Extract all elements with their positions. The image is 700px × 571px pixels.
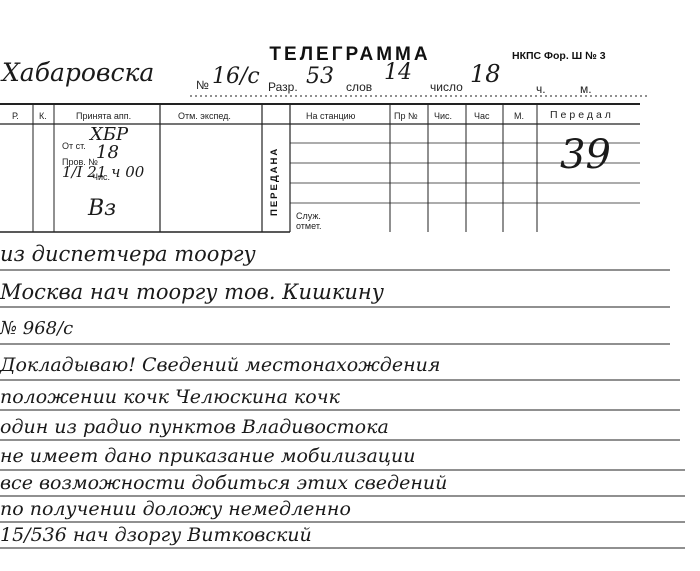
col-day-header: Чис. [434,111,453,121]
message-line: из диспетчера тооргу [0,242,256,266]
message-line: по получении доложу немедленно [0,498,351,520]
from-city: Хабаровска [2,58,155,87]
col-k-header: К. [39,111,47,121]
message-line: 15/536 нач дзоргу Витковский [0,524,312,546]
rank-label: Разр. [268,80,298,94]
message-line: № 968/с [0,318,74,339]
rank-value: 53 [306,64,334,89]
time-minutes-label: м. [580,82,592,96]
message-line: Москва нач тооргу тов. Кишкину [0,280,384,304]
col-pr-no-header: Пр № [394,111,418,121]
number-value: 16/с [212,64,260,89]
sent-vertical-label: ПЕРЕДАНА [269,146,280,216]
words-value: 14 [384,60,412,85]
col-min-header: М. [514,111,524,121]
checked-number-label: Пров. № [62,157,98,167]
date-value: 18 [470,60,501,88]
telegram-title: ТЕЛЕГРАММА [269,44,431,65]
date-label: число [430,80,463,94]
checked-number-value: 18 [96,142,119,163]
message-line: один из радио пунктов Владивостока [0,416,389,438]
service-notes-label: Служ. отмет. [296,211,322,231]
message-line: не имеет дано приказание мобилизации [0,445,416,467]
from-station-label: От ст. [62,141,86,151]
from-station-value: ХБР [90,124,129,145]
transmit-number: 39 [560,132,611,178]
col-r-header: Р. [12,111,19,121]
col-accepted-header: Принята апп. [76,111,132,121]
accepted-day-label: Чис. [92,172,111,182]
message-line: все возможности добиться этих сведений [0,472,448,494]
form-code: НКПС Фор. Ш № 3 [512,50,606,62]
time-hours-label: ч. [536,82,546,96]
col-station-header: На станцию [306,111,356,121]
operator-signature: Вз [88,196,117,221]
col-dispatch-header: Отм. экспед. [178,111,231,121]
number-label: № [196,78,209,92]
words-label: слов [346,80,373,94]
col-transmit-header: Передал [550,109,614,121]
message-line: положении кочк Челюскина кочк [0,386,340,408]
col-hour-header: Час [474,111,490,121]
accepted-date-value: 1/I 21 ч 00 [62,163,145,181]
message-line: Докладываю! Сведений местонахождения [0,354,441,376]
